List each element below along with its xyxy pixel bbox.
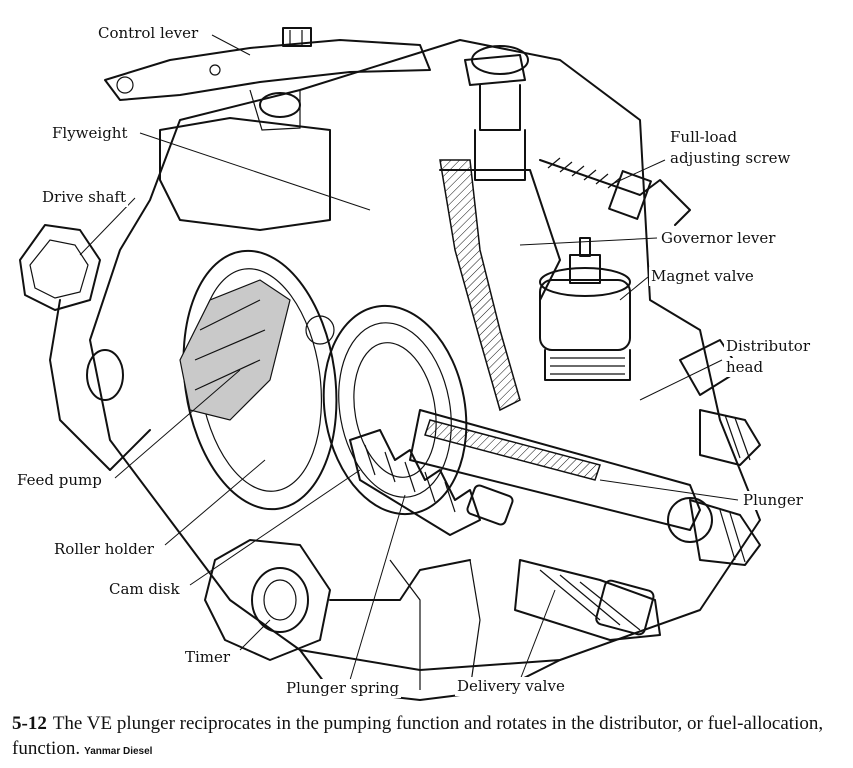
top-nut [282, 27, 312, 47]
leader-delivery-valve [519, 589, 556, 681]
governor-lever-cutaway [439, 159, 521, 412]
caption-credit: Yanmar Diesel [84, 746, 153, 757]
label-drive-shaft: Drive shaft [40, 188, 128, 207]
leader-flyweight [139, 132, 371, 211]
label-magnet-valve: Magnet valve [649, 267, 756, 286]
leader-roller-holder [164, 459, 266, 546]
leader-cam-disk [189, 469, 361, 586]
label-distributor-line1: Distributor [724, 337, 813, 356]
governor-housing [159, 117, 331, 231]
label-timer: Timer [183, 648, 233, 667]
label-cam-disk: Cam disk [107, 580, 182, 599]
leader-control-lever [211, 34, 251, 56]
leader-feed-pump [114, 369, 241, 479]
label-plunger: Plunger [741, 491, 805, 510]
label-governor-lever: Governor lever [659, 229, 778, 248]
label-plunger-spring: Plunger spring [284, 679, 402, 698]
magnet-valve-part [539, 237, 631, 381]
label-control-lever: Control lever [96, 24, 201, 43]
leader-governor-lever [519, 237, 658, 246]
timer-part [204, 539, 471, 661]
label-full-load-line2: adjusting screw [668, 149, 793, 168]
figure-number: 5-12 [12, 713, 47, 734]
label-flyweight: Flyweight [50, 124, 130, 143]
pump-housing [89, 39, 761, 671]
feed-pump-part [179, 279, 291, 421]
caption-text: The VE plunger reciprocates in the pumpi… [12, 713, 824, 759]
leader-full-load [609, 159, 666, 186]
leader-plunger [599, 479, 739, 501]
full-load-screw-column [464, 45, 529, 181]
plunger-spring-part [349, 429, 514, 536]
leader-drive-shaft [79, 197, 136, 256]
delivery-valve-part [514, 559, 661, 641]
label-distributor-line2: head [724, 358, 766, 377]
drive-shaft-assembly [19, 224, 151, 471]
leader-timer [239, 619, 271, 651]
pump-cutaway-drawing [19, 27, 761, 701]
leader-plunger-spring [349, 494, 406, 681]
leader-magnet-valve [619, 276, 649, 301]
full-load-adjusting-screw-part [539, 157, 691, 226]
leader-distributor-head [639, 359, 723, 401]
label-delivery-valve: Delivery valve [455, 677, 567, 696]
leader-lines [79, 34, 739, 681]
label-roller-holder: Roller holder [52, 540, 156, 559]
control-lever-part [104, 39, 431, 101]
label-full-load-line1: Full-load [668, 128, 740, 147]
label-feed-pump: Feed pump [15, 471, 104, 490]
